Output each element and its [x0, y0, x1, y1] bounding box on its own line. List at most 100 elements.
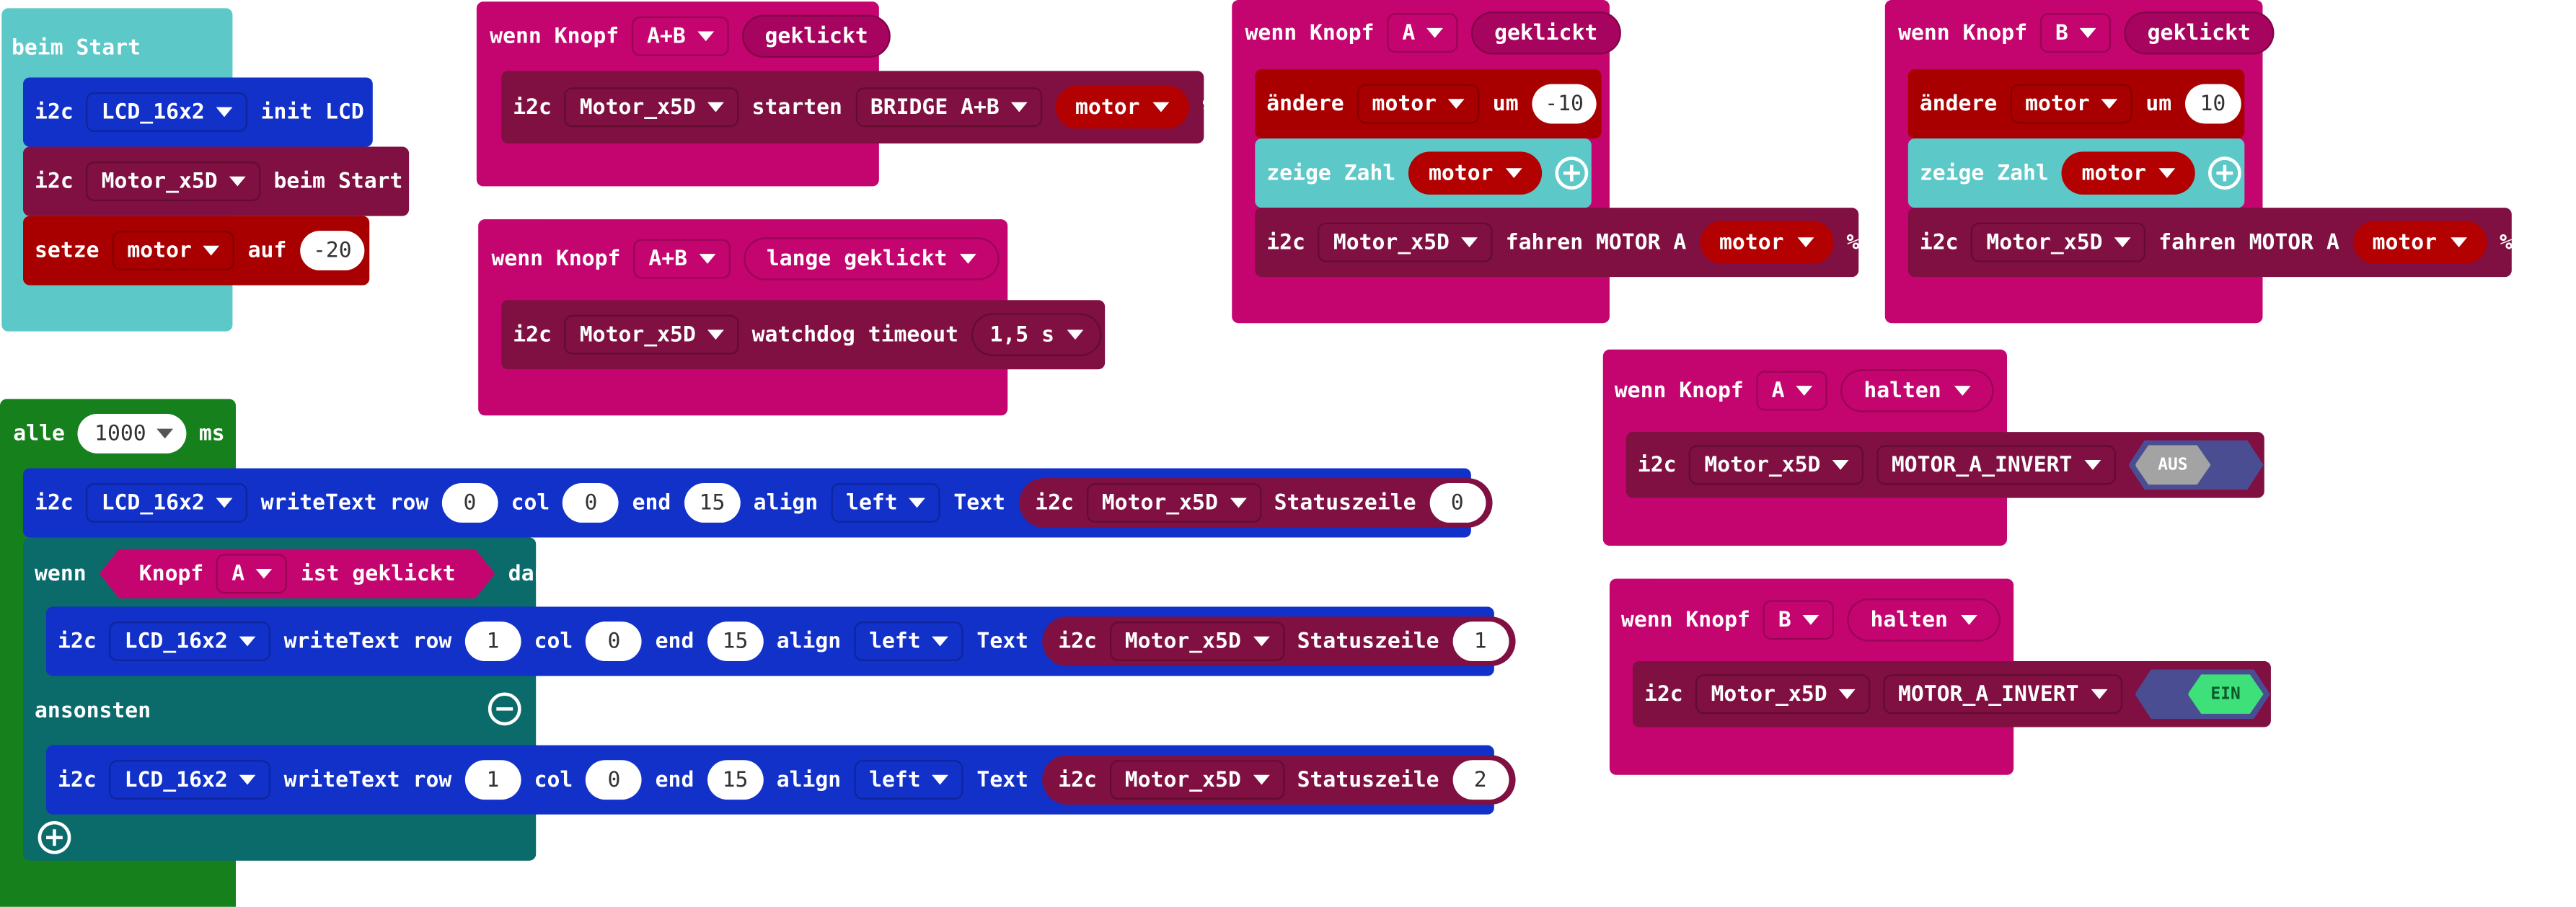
add-else-if-icon[interactable] [38, 820, 71, 854]
i2c-label: i2c [1644, 681, 1683, 707]
drive-motor-statement[interactable]: i2c Motor_x5D fahren MOTOR A motor % [1907, 208, 2513, 278]
set-variable-statement[interactable]: setze motor auf -20 [23, 216, 370, 286]
motor-bridge-start-statement[interactable]: i2c Motor_x5D starten BRIDGE A+B motor % [501, 71, 1215, 143]
variable-dropdown[interactable]: motor [1357, 84, 1480, 124]
when-button-label: wenn Knopf [1898, 20, 2028, 45]
else-keyword: ansonsten [35, 698, 151, 723]
motor-invert-statement[interactable]: i2c Motor_x5D MOTOR_A_INVERT AUS [1626, 432, 2264, 498]
end-input[interactable]: 15 [684, 483, 741, 523]
align-dropdown[interactable]: left [854, 760, 964, 800]
invert-setting-dropdown[interactable]: MOTOR_A_INVERT [1876, 445, 2115, 485]
interval-dropdown[interactable]: 1000 [78, 413, 186, 454]
motor-variable[interactable]: motor [2062, 151, 2196, 195]
status-line-input[interactable]: 1 [1452, 621, 1509, 662]
button-dropdown[interactable]: A [1757, 371, 1828, 411]
show-number-statement[interactable]: zeige Zahl motor [1255, 138, 1592, 208]
variable-dropdown[interactable]: motor [2010, 84, 2133, 124]
motor-variable[interactable]: motor [1055, 85, 1190, 129]
bridge-mode-dropdown[interactable]: BRIDGE A+B [855, 87, 1043, 128]
motor-device-dropdown[interactable]: Motor_x5D [1695, 674, 1871, 714]
row-input[interactable]: 1 [464, 760, 521, 800]
lcd-device-dropdown[interactable]: LCD_16x2 [110, 760, 271, 800]
lcd-device-dropdown[interactable]: LCD_16x2 [87, 483, 248, 523]
add-parameter-icon[interactable] [1556, 156, 1589, 190]
motor-start-statement[interactable]: i2c Motor_x5D beim Start [23, 146, 410, 216]
lcd-device-dropdown[interactable]: LCD_16x2 [110, 621, 271, 662]
status-line-input[interactable]: 2 [1452, 760, 1509, 800]
then-keyword: dann [508, 561, 560, 586]
beim-start-label: beim Start [273, 169, 403, 194]
end-input[interactable]: 15 [707, 621, 764, 662]
if-keyword: wenn [35, 561, 87, 586]
end-label: end [655, 629, 694, 654]
motor-device-dropdown[interactable]: Motor_x5D [1689, 445, 1863, 485]
event-dropdown[interactable]: halten [1847, 598, 2001, 642]
motor-variable[interactable]: motor [1699, 221, 1834, 264]
button-dropdown[interactable]: B [1763, 600, 1835, 640]
status-line-reporter[interactable]: i2c Motor_x5D Statuszeile 0 [1018, 478, 1492, 528]
change-keyword: ändere [1919, 91, 1998, 117]
button-dropdown[interactable]: B [2040, 13, 2112, 53]
set-keyword: setze [35, 238, 100, 263]
status-line-reporter[interactable]: i2c Motor_x5D Statuszeile 1 [1041, 616, 1515, 666]
remove-else-icon[interactable] [488, 692, 521, 726]
col-input[interactable]: 0 [563, 483, 619, 523]
row-input[interactable]: 0 [441, 483, 498, 523]
event-dropdown[interactable]: halten [1840, 369, 1994, 412]
variable-dropdown[interactable]: motor [112, 231, 235, 271]
motor-device-dropdown[interactable]: Motor_x5D [565, 87, 739, 128]
motor-device-dropdown[interactable]: Motor_x5D [1087, 483, 1261, 523]
end-input[interactable]: 15 [707, 760, 764, 800]
status-line-input[interactable]: 0 [1429, 483, 1486, 523]
every-label: alle [13, 421, 65, 446]
motor-device-dropdown[interactable]: Motor_x5D [1318, 222, 1493, 262]
lcd-device-dropdown[interactable]: LCD_16x2 [87, 92, 248, 132]
button-dropdown[interactable]: A [217, 554, 288, 593]
toggle-switch[interactable]: EIN [2135, 669, 2270, 720]
align-dropdown[interactable]: left [854, 621, 964, 662]
timeout-dropdown[interactable]: 1,5 s [971, 313, 1103, 356]
motor-invert-statement[interactable]: i2c Motor_x5D MOTOR_A_INVERT EIN [1632, 661, 2271, 727]
percent-unit: % [1846, 230, 1860, 255]
button-dropdown[interactable]: A+B [633, 239, 731, 279]
col-input[interactable]: 0 [586, 760, 643, 800]
change-value-input[interactable]: -10 [1531, 84, 1597, 124]
row-input[interactable]: 1 [464, 621, 521, 662]
col-input[interactable]: 0 [586, 621, 643, 662]
event-dropdown[interactable]: lange geklickt [743, 237, 1000, 280]
motor-device-dropdown[interactable]: Motor_x5D [1110, 760, 1284, 800]
show-number-statement[interactable]: zeige Zahl motor [1907, 138, 2245, 208]
motor-device-dropdown[interactable]: Motor_x5D [1110, 621, 1284, 662]
change-variable-statement[interactable]: ändere motor um 10 [1907, 69, 2245, 139]
lcd-write-text-statement[interactable]: i2c LCD_16x2 writeText row 1 col 0 end 1… [46, 745, 1515, 815]
lcd-init-statement[interactable]: i2c LCD_16x2 init LCD [23, 77, 373, 147]
toggle-switch[interactable]: AUS [2128, 440, 2264, 490]
on-start-label: beim Start [12, 35, 141, 61]
show-number-label: zeige Zahl [1266, 160, 1396, 186]
lcd-write-text-statement[interactable]: i2c LCD_16x2 writeText row 0 col 0 end 1… [23, 468, 1492, 538]
change-value-input[interactable]: 10 [2184, 84, 2241, 124]
motor-device-dropdown[interactable]: Motor_x5D [87, 162, 261, 201]
i2c-label: i2c [513, 322, 552, 348]
motor-device-dropdown[interactable]: Motor_x5D [1971, 222, 2145, 262]
motor-variable[interactable]: motor [1408, 151, 1543, 195]
drive-motor-statement[interactable]: i2c Motor_x5D fahren MOTOR A motor % [1255, 208, 1860, 278]
button-dropdown[interactable]: A+B [632, 16, 729, 56]
i2c-label: i2c [1035, 490, 1074, 516]
align-dropdown[interactable]: left [831, 483, 941, 523]
change-variable-statement[interactable]: ändere motor um -10 [1255, 69, 1602, 139]
lcd-write-text-statement[interactable]: i2c LCD_16x2 writeText row 1 col 0 end 1… [46, 606, 1515, 676]
when-button-label: wenn Knopf [491, 246, 621, 272]
motor-variable[interactable]: motor [2352, 221, 2487, 264]
status-line-reporter[interactable]: i2c Motor_x5D Statuszeile 2 [1041, 755, 1515, 805]
motor-device-dropdown[interactable]: Motor_x5D [565, 314, 739, 355]
button-pressed-condition[interactable]: Knopf A ist geklickt [100, 549, 495, 599]
invert-setting-dropdown[interactable]: MOTOR_A_INVERT [1883, 674, 2122, 714]
col-label: col [534, 767, 573, 792]
add-parameter-icon[interactable] [2208, 156, 2242, 190]
col-label: col [534, 629, 573, 654]
watchdog-timeout-statement[interactable]: i2c Motor_x5D watchdog timeout 1,5 s [501, 300, 1106, 370]
button-dropdown[interactable]: A [1387, 13, 1458, 53]
value-input[interactable]: -20 [299, 231, 365, 271]
